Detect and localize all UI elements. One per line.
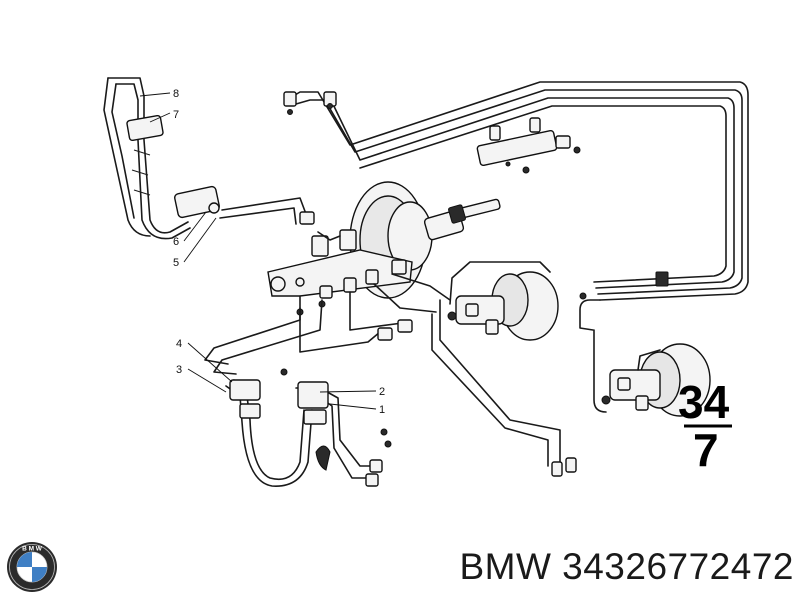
brake-regulator-upper <box>447 261 559 341</box>
master-cylinder <box>267 229 413 316</box>
callout-8: 8 <box>173 88 179 100</box>
brake-distribution-block <box>476 117 581 174</box>
callout-2: 2 <box>379 386 385 398</box>
pipe-clips <box>299 211 669 341</box>
callout-6: 6 <box>173 236 179 248</box>
callout-3: 3 <box>176 364 182 376</box>
callout-5: 5 <box>173 257 179 269</box>
top-pipe-fittings <box>283 91 337 115</box>
group-number-top: 34 <box>678 376 730 428</box>
callout-1: 1 <box>379 404 385 416</box>
callout-7: 7 <box>173 109 179 121</box>
svg-text:B M W: B M W <box>22 546 43 553</box>
callout-4: 4 <box>176 338 182 350</box>
rear-pipe-ends <box>551 457 577 477</box>
rear-brake-pipe-bundle <box>289 81 749 413</box>
group-number: 34 7 <box>678 376 732 476</box>
callout-leaders <box>139 92 377 410</box>
brake-regulator-lower <box>601 343 711 417</box>
front-left-brake-hose-assembly <box>103 77 220 240</box>
part-number-caption: BMW 34326772472 <box>459 546 794 587</box>
group-number-bottom: 7 <box>693 424 719 476</box>
rear-left-brake-hose-assembly <box>225 368 392 487</box>
bmw-roundel-icon: B M W <box>7 542 57 592</box>
